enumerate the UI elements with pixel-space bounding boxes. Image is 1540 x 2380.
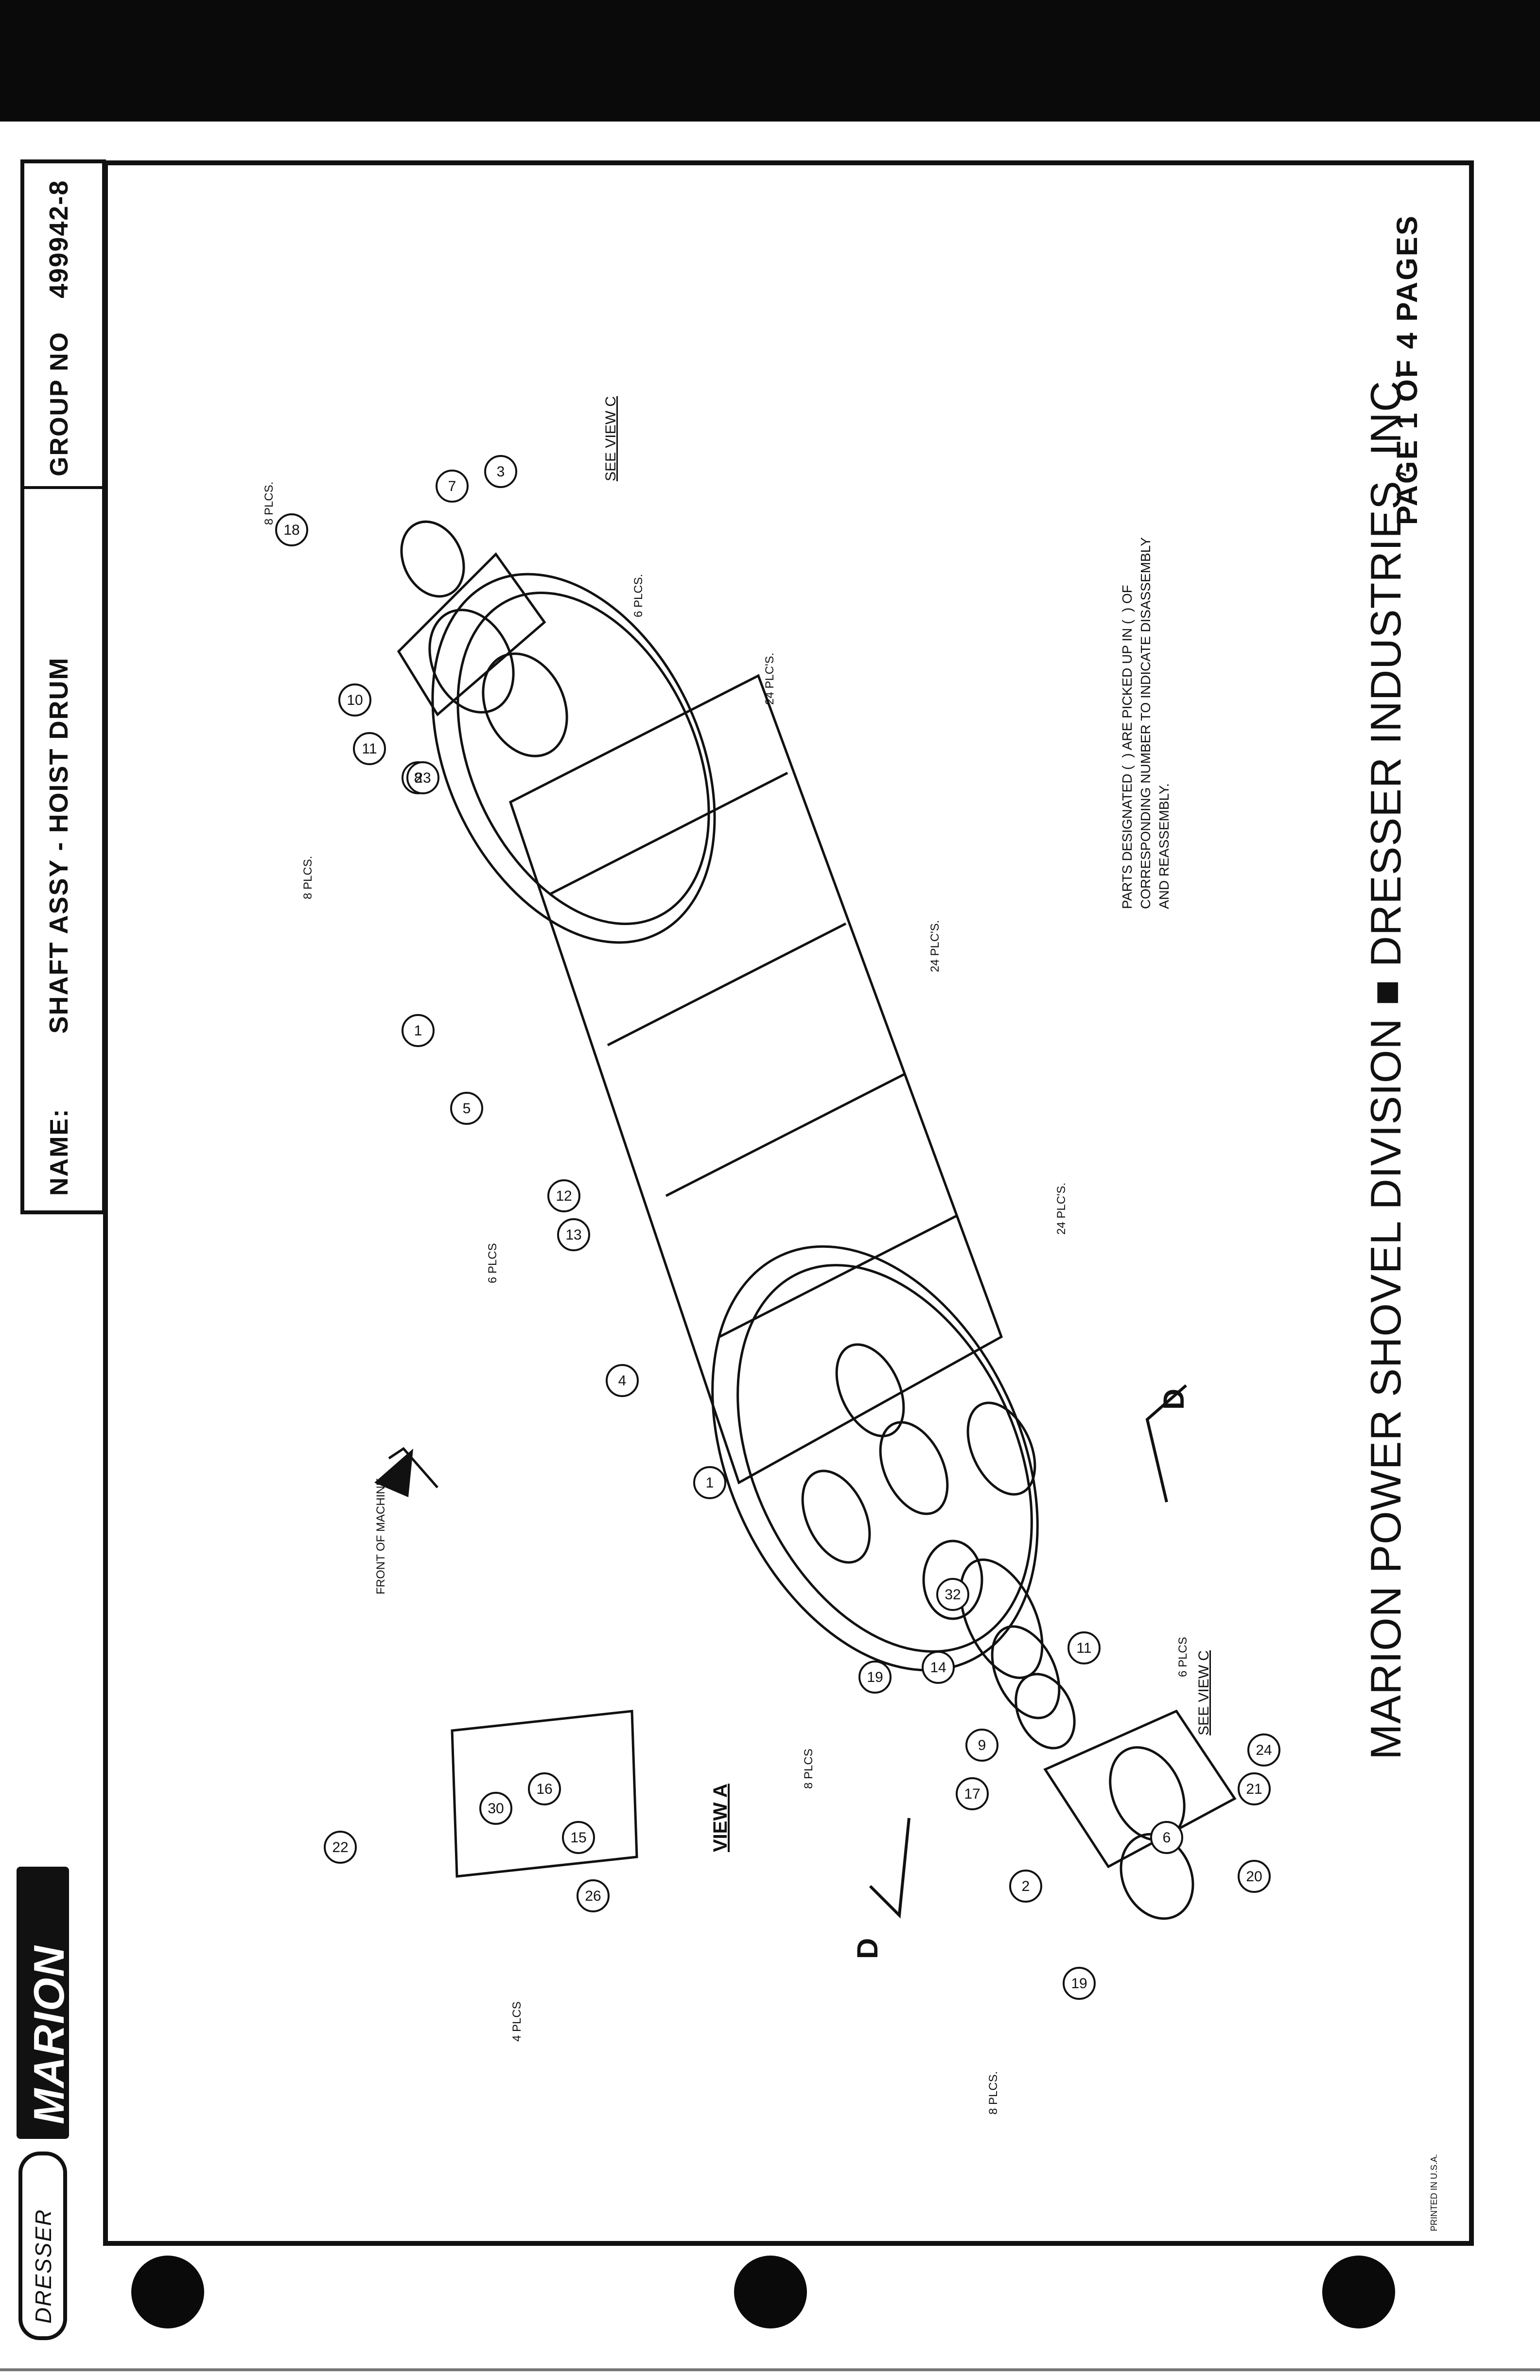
callout-2: 2 [1022, 1878, 1030, 1894]
cap-6 [1120, 1833, 1194, 1920]
callout-17: 17 [964, 1786, 980, 1802]
plcs-6-top: 6 PLCS. [632, 574, 645, 617]
plcs-8-mid: 8 PLCS. [301, 856, 315, 899]
front-of-machine-label: FRONT OF MACHINE [374, 1478, 387, 1594]
section-d-lower-label: D [851, 1938, 884, 1959]
callout-8: 8 [414, 770, 422, 786]
callout-13: 13 [565, 1227, 581, 1243]
callout-1: 1 [414, 1023, 422, 1039]
callout-15: 15 [570, 1830, 586, 1846]
drum-groove [665, 1073, 905, 1197]
callout-19: 19 [867, 1669, 883, 1685]
title-divider [20, 486, 106, 489]
callout-23: 23 [415, 770, 431, 786]
callout-21: 21 [1246, 1781, 1262, 1797]
callout-6: 6 [1163, 1830, 1171, 1846]
drawing-frame [103, 160, 1474, 2246]
spoke-hole [801, 1470, 871, 1564]
logo-graphic [17, 1867, 69, 2340]
drum-groove [607, 922, 847, 1047]
title-block [20, 159, 106, 1214]
callout-9: 9 [978, 1737, 986, 1753]
callout-32: 32 [945, 1587, 961, 1603]
drum-outline [388, 520, 1237, 1920]
front-of-machine-arrowhead [374, 1449, 413, 1497]
binder-hole-center [734, 2256, 807, 2328]
drum-flange-upper [431, 573, 716, 944]
see-view-c-top: SEE VIEW C [603, 396, 619, 481]
callout-1b: 1 [706, 1475, 714, 1491]
callout-circles [275, 455, 1280, 2000]
bottom-edge-line [0, 2368, 1540, 2371]
binder-hole-left [131, 2256, 204, 2328]
pillow-block-3 [397, 552, 546, 717]
drum-hub-lower [922, 1540, 983, 1620]
section-d-upper [1145, 1384, 1187, 1503]
plcs-8-bottom: 8 PLCS. [987, 2071, 1000, 2115]
pillow-block-2 [1043, 1709, 1237, 1869]
drum-flange-lower [711, 1245, 1039, 1672]
callout-14: 14 [930, 1660, 946, 1676]
plcs-6-mid: 6 PLCS [486, 1243, 499, 1283]
spoke-hole [879, 1421, 949, 1515]
callout-4: 4 [618, 1373, 627, 1389]
bearing-11-upper [428, 609, 515, 714]
plcs-8-left: 8 PLCS [802, 1749, 815, 1789]
drum-groove [548, 771, 788, 896]
callout-20: 20 [1246, 1869, 1262, 1885]
callout-7: 7 [448, 478, 456, 494]
drum-flange-lower-inner [736, 1264, 1033, 1653]
top-dark-band [0, 0, 1540, 122]
drum-flange-upper-inner [456, 592, 710, 925]
drum-groove [718, 1214, 959, 1338]
callout-18: 18 [283, 522, 299, 538]
drum-body [508, 674, 1003, 1485]
cap-7 [400, 520, 465, 598]
plcs-24-c: 24 PLC'S. [1055, 1182, 1068, 1235]
plcs-4: 4 PLCS [510, 2001, 524, 2042]
callout-24: 24 [1256, 1742, 1272, 1758]
front-arrow [388, 1447, 438, 1488]
callout-10: 10 [347, 692, 363, 708]
callout-22: 22 [332, 1839, 348, 1855]
view-a-label: VIEW A [710, 1784, 731, 1852]
callout-30: 30 [488, 1801, 504, 1817]
binder-hole-right [1322, 2256, 1395, 2328]
callout-numbers: 1 1 2 3 4 5 6 7 8 9 10 11 11 12 13 14 15… [283, 464, 1272, 1992]
spoke-hole [966, 1401, 1036, 1496]
plcs-24-a: 24 PLC'S. [763, 652, 776, 705]
bearing-11-lower [991, 1625, 1061, 1719]
view-a-plate [451, 1710, 638, 1878]
bearing-8 [482, 652, 568, 757]
callout-12: 12 [556, 1188, 572, 1204]
marion-dresser-logo: MARION DRESSER [14, 1862, 73, 2348]
callout-3: 3 [497, 464, 505, 480]
spoke-hole [835, 1343, 905, 1437]
retainer-35 [1015, 1673, 1076, 1750]
section-d-lower [869, 1818, 910, 1919]
callout-19b: 19 [1071, 1976, 1087, 1992]
section-d-upper-label: D [1157, 1388, 1190, 1410]
callout-26: 26 [585, 1888, 601, 1904]
callout-11: 11 [362, 741, 377, 757]
see-view-c-bottom: SEE VIEW C [1196, 1650, 1212, 1735]
section-d-markers [869, 1384, 1187, 1919]
callout-16: 16 [536, 1781, 552, 1797]
plcs-24-b: 24 PLC'S. [928, 920, 942, 972]
callout-11b: 11 [1076, 1640, 1091, 1656]
callout-5: 5 [463, 1101, 471, 1117]
plcs-8-top: 8 PLCS. [262, 481, 276, 525]
plcs-6-bottom: 6 PLCS [1176, 1637, 1190, 1677]
